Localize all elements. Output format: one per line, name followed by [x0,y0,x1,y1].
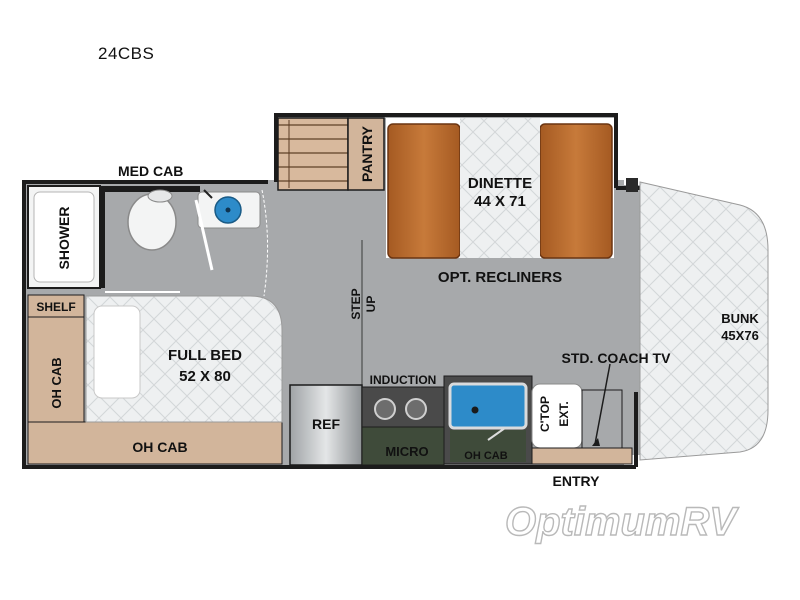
shower-label: SHOWER [56,207,72,270]
full-bed-size-label: 52 X 80 [179,368,231,385]
shower [27,185,105,289]
bunk-label: BUNK [721,311,759,326]
oh-cab-kitchen-label: OH CAB [464,450,507,462]
micro-label: MICRO [385,444,428,459]
pantry [277,117,385,191]
model-name: 24CBS [98,44,155,63]
med-cab-label: MED CAB [118,163,183,179]
bathroom [105,186,269,298]
full-bed-label: FULL BED [168,347,242,364]
oh-cab-bottom-label: OH CAB [132,439,187,455]
dinette-size-label: 44 X 71 [474,193,526,210]
kitchen [289,363,633,466]
ext-label: EXT. [557,401,571,426]
bedroom [27,294,283,465]
outer-walls [22,113,640,469]
step-label: STEP [349,288,363,319]
dinette [386,118,614,259]
oh-cab-vertical-label: OH CAB [49,357,64,408]
shelf-label: SHELF [36,300,75,314]
entry-label: ENTRY [553,473,601,489]
bunk-size-label: 45X76 [721,328,759,343]
up-label: UP [364,296,378,313]
ctop-label: C'TOP [538,396,552,432]
induction-label: INDUCTION [370,373,437,387]
dinette-label: DINETTE [468,175,532,192]
pantry-label: PANTRY [359,125,375,182]
ref-label: REF [312,416,340,432]
bunk [626,178,769,461]
optimumrv-logo: OptimumRV [504,499,737,544]
opt-recliners-label: OPT. RECLINERS [438,269,562,286]
std-coach-tv-label: STD. COACH TV [562,350,672,366]
